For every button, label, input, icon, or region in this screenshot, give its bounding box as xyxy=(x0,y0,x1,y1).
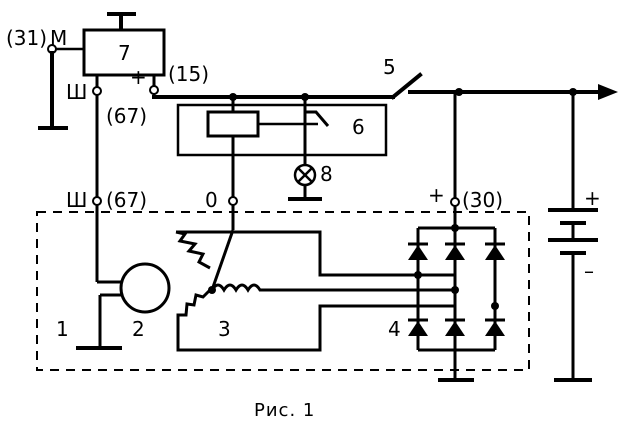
terminal-sh-bottom-label: Ш xyxy=(66,188,87,212)
ignition-lead xyxy=(149,75,395,99)
rotor-number-label: 2 xyxy=(132,317,145,341)
diode-icon xyxy=(408,318,428,336)
terminal-67-top-label: (67) xyxy=(106,104,147,128)
terminal-plus-30-label: + xyxy=(428,183,445,207)
field-lead xyxy=(92,75,122,284)
terminal-31-label: (31) xyxy=(6,26,47,50)
battery xyxy=(548,92,598,382)
rectifier-number-label: 4 xyxy=(388,317,401,341)
rotor-winding xyxy=(76,262,171,350)
diode-icon xyxy=(445,242,465,260)
figure-caption: Рис. 1 xyxy=(254,400,315,421)
diode-icon xyxy=(445,318,465,336)
terminal-sh-top-label: Ш xyxy=(66,80,87,104)
output-bus xyxy=(408,84,618,100)
ignition-switch[interactable] xyxy=(390,72,423,100)
switch-number-label: 5 xyxy=(383,55,396,79)
charge-relay: 6 xyxy=(176,93,388,197)
regulator-number-label: 7 xyxy=(118,41,131,65)
lamp-number-label: 8 xyxy=(320,162,333,186)
terminal-15-label: (15) xyxy=(168,62,209,86)
terminal-plus-top-label: + xyxy=(130,65,147,89)
diode-icon xyxy=(408,242,428,260)
rotor-icon xyxy=(119,262,171,314)
terminal-m-label: М xyxy=(50,26,67,50)
diode-icon xyxy=(485,242,505,260)
neutral-zero-label: 0 xyxy=(205,188,218,212)
battery-plus-label: + xyxy=(584,186,601,210)
housing-number-label: 1 xyxy=(56,317,69,341)
warning-lamp: 8 xyxy=(288,162,333,201)
terminal-30-label: (30) xyxy=(462,188,503,212)
neutral-terminal xyxy=(228,196,238,230)
stator-winding xyxy=(175,229,455,352)
rectifier-bridge xyxy=(408,92,505,382)
stator-number-label: 3 xyxy=(218,317,231,341)
battery-minus-label: – xyxy=(584,259,594,283)
relay-number-label: 6 xyxy=(352,115,365,139)
diode-icon xyxy=(485,318,505,336)
voltage-regulator: 7 xyxy=(82,12,166,77)
generator-housing-outline xyxy=(36,211,530,371)
output-arrow-icon xyxy=(598,84,618,100)
regulator-ground-lead xyxy=(38,44,84,130)
terminal-67-bottom-label: (67) xyxy=(106,188,147,212)
